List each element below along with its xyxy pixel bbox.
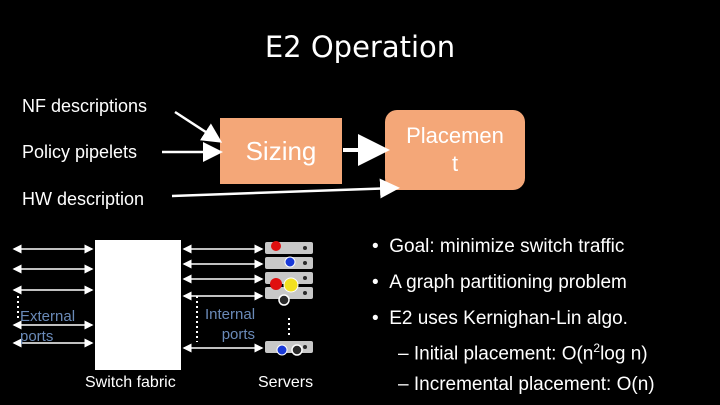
node-blue-icon-2 xyxy=(276,344,288,356)
servers-label: Servers xyxy=(258,374,314,391)
external-ports-label: External ports xyxy=(20,308,76,345)
node-dark-icon-2 xyxy=(291,344,303,356)
bullet-kernighan-lin: • E2 uses Kernighan-Lin algo. xyxy=(372,308,628,329)
sizing-box: Sizing xyxy=(220,118,342,184)
placement-label-line1: Placemen xyxy=(406,123,504,148)
node-yellow-icon xyxy=(283,277,299,293)
hw-to-placement-arrow xyxy=(171,178,400,199)
placement-box: Placemen t xyxy=(385,110,525,190)
switch-fabric-label: Switch fabric xyxy=(85,374,176,391)
bullet-dot-icon: • xyxy=(372,308,390,329)
nf-descriptions-label: NF descriptions xyxy=(22,96,148,116)
policy-pipelets-label: Policy pipelets xyxy=(22,142,138,162)
placement-label-line2: t xyxy=(451,151,459,176)
bullet-dot-icon: • xyxy=(372,236,390,257)
nf-to-sizing-arrow xyxy=(174,110,223,143)
node-blue-icon xyxy=(284,256,296,268)
slide-title: E2 Operation xyxy=(264,30,456,64)
bullet-partitioning: • A graph partitioning problem xyxy=(372,272,627,293)
node-red-icon-2 xyxy=(270,278,282,290)
switch-fabric-box xyxy=(95,240,181,370)
sizing-label: Sizing xyxy=(245,135,317,166)
bullet-goal: • Goal: minimize switch traffic xyxy=(372,236,625,257)
internal-ports-label: Internal ports xyxy=(205,306,256,343)
sub-bullet-incremental: – Incremental placement: O(n) xyxy=(398,374,655,395)
node-dark-icon xyxy=(278,294,290,306)
hw-description-label: HW description xyxy=(22,189,145,209)
external-port-arrows xyxy=(12,244,94,348)
sub-bullet-initial: – Initial placement: O(n2log n) xyxy=(398,341,648,365)
node-red-icon xyxy=(271,241,281,251)
bullet-dot-icon: • xyxy=(372,272,390,293)
